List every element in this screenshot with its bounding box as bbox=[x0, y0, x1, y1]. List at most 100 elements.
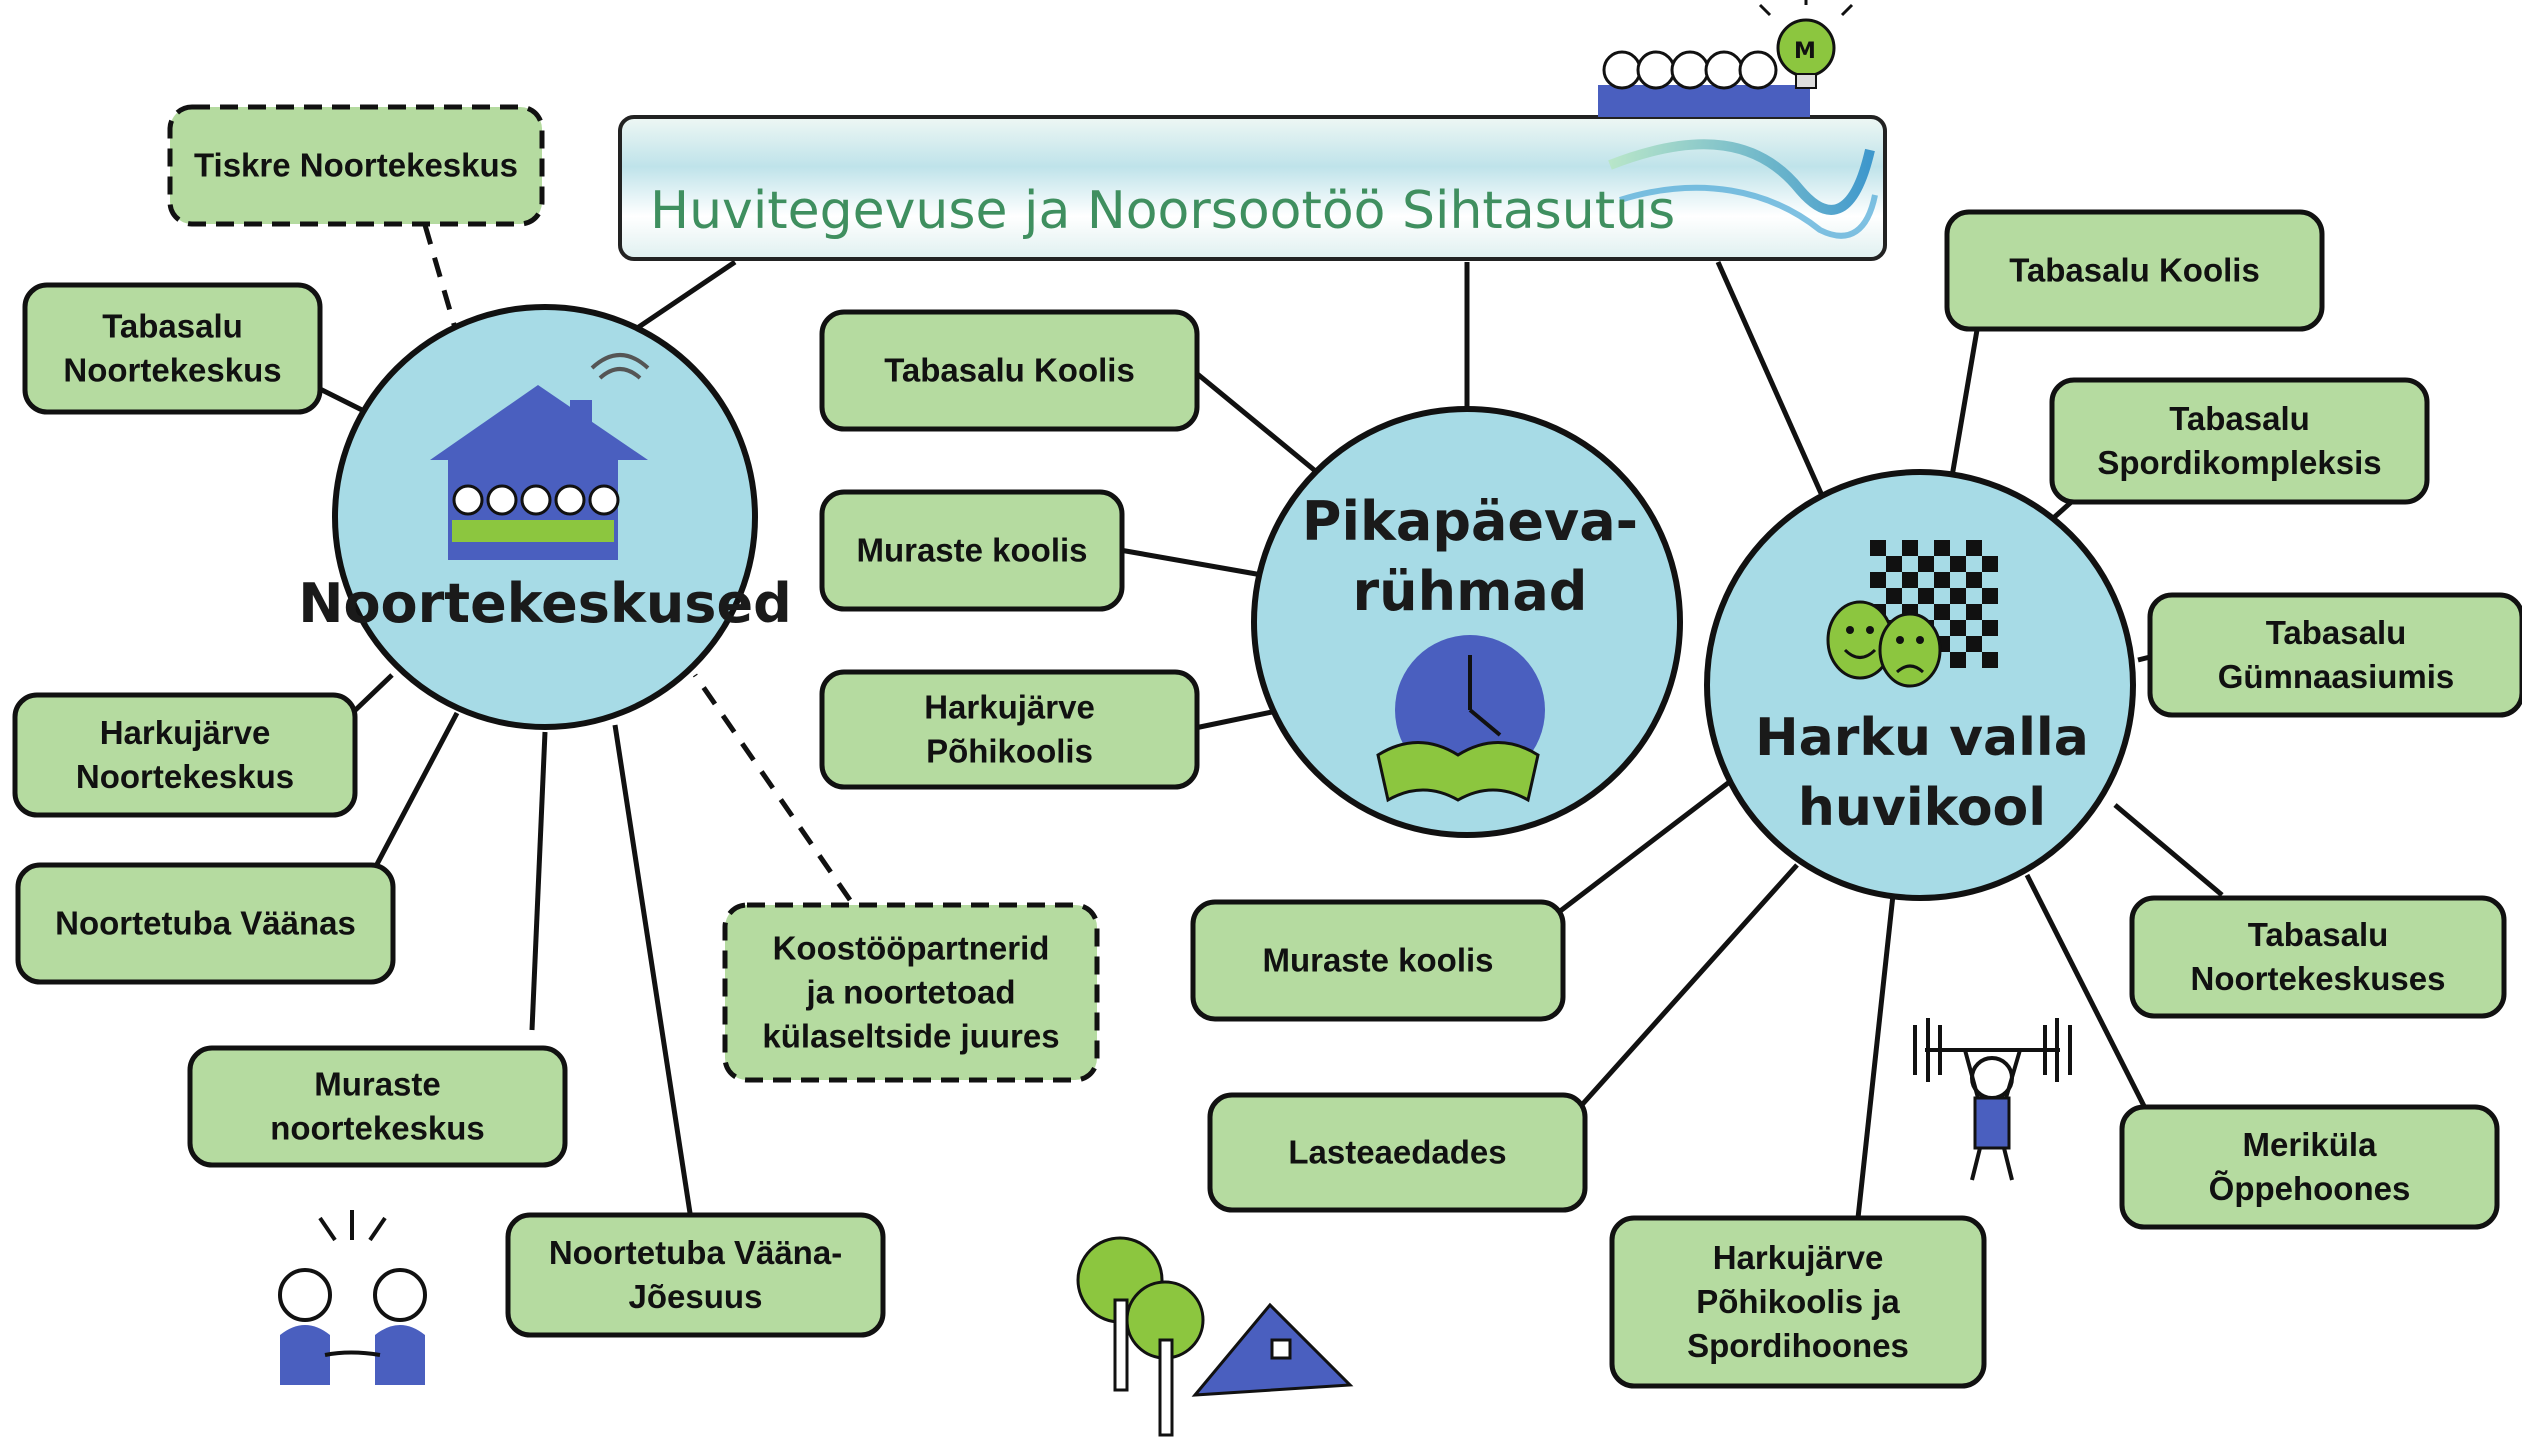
banner-title: Huvitegevuse ja Noorsootöö Sihtasutus bbox=[650, 181, 1675, 241]
chessboard-square bbox=[1982, 620, 1998, 636]
box-label-line: ja noortetoad bbox=[805, 974, 1015, 1011]
weightlifter-icon bbox=[1913, 1018, 2072, 1181]
hub-huvikool: Harku valla huvikool bbox=[1704, 469, 2136, 901]
box-frame bbox=[722, 902, 1100, 1083]
chessboard-square bbox=[1950, 620, 1966, 636]
box-label-line: Tabasalu Koolis bbox=[2009, 252, 2260, 289]
box-frame bbox=[505, 1212, 886, 1338]
chessboard-square bbox=[1886, 556, 1902, 572]
box-frame bbox=[819, 669, 1200, 790]
box-frame bbox=[167, 104, 545, 227]
box-label-line: Noortekeskuses bbox=[2191, 960, 2446, 997]
hub-huvikool-label-1: Harku valla bbox=[1755, 708, 2089, 768]
box-label-line: Tiskre Noortekeskus bbox=[194, 147, 518, 184]
chessboard-square bbox=[1934, 540, 1950, 556]
box-label-line: Harkujärve bbox=[924, 689, 1095, 726]
noortekeskused-box-6: Noortetuba Vääna-Jõesuus bbox=[505, 1212, 886, 1338]
chessboard-square bbox=[1934, 572, 1950, 588]
box-frame bbox=[12, 692, 358, 818]
chessboard-square bbox=[1902, 540, 1918, 556]
chessboard-square bbox=[1870, 540, 1886, 556]
chessboard-square bbox=[1966, 540, 1982, 556]
box-label-line: Harkujärve bbox=[100, 714, 271, 751]
box-label-line: Jõesuus bbox=[629, 1278, 763, 1315]
banner-frame bbox=[618, 115, 1887, 261]
box-label-line: Noortekeskus bbox=[76, 758, 294, 795]
theatre-masks-chessboard-icon bbox=[1826, 540, 1998, 688]
connector-pk-harkujarve bbox=[1194, 709, 1273, 731]
connector-pk-muraste bbox=[1119, 547, 1263, 578]
pikapaeva-box-2: Muraste koolis bbox=[819, 489, 1125, 612]
box-frame bbox=[15, 862, 396, 985]
youth-house-icon bbox=[430, 353, 650, 560]
box-label-line: Koostööpartnerid bbox=[773, 930, 1050, 967]
hub-pikapaeva-label-2: rühmad bbox=[1353, 560, 1588, 623]
chessboard-square bbox=[1886, 588, 1902, 604]
hub-pikapaeva-circle bbox=[1251, 406, 1683, 838]
hub-pikapaeva: Pikapäeva- rühmad bbox=[1251, 406, 1683, 838]
box-label-line: Lasteaedades bbox=[1288, 1134, 1506, 1171]
box-frame bbox=[22, 282, 323, 415]
box-label-line: Põhikoolis ja bbox=[1696, 1283, 1900, 1320]
chessboard-square bbox=[1982, 556, 1998, 572]
chessboard-square bbox=[1966, 636, 1982, 652]
connector-hk-noortekeskuses bbox=[2113, 803, 2224, 897]
box-label-line: Spordikompleksis bbox=[2097, 444, 2381, 481]
box-frame bbox=[2119, 1104, 2500, 1230]
connector-pk-tabasalu bbox=[1193, 370, 1332, 485]
noortekeskused-box-4: Noortetuba Väänas bbox=[15, 862, 396, 985]
connector-tabasalu-nk bbox=[316, 385, 364, 413]
box-frame bbox=[1190, 899, 1566, 1022]
box-frame bbox=[2049, 377, 2430, 505]
chessboard-square bbox=[1966, 572, 1982, 588]
box-frame bbox=[1207, 1092, 1588, 1213]
location-boxes: Tiskre NoortekeskusTabasaluNoortekeskusH… bbox=[12, 104, 2522, 1389]
connector-hk-merikula bbox=[2024, 873, 2148, 1110]
box-label-line: Muraste koolis bbox=[1262, 942, 1493, 979]
connector-muraste-nk bbox=[529, 731, 548, 1031]
chessboard-square bbox=[1982, 588, 1998, 604]
hub-huvikool-label-2: huvikool bbox=[1798, 778, 2046, 838]
chessboard-square bbox=[1918, 556, 1934, 572]
box-label-line: Tabasalu bbox=[2169, 400, 2310, 437]
connector-vaana-joesuu bbox=[612, 724, 693, 1214]
box-label-line: Tabasalu bbox=[2266, 614, 2407, 651]
chessboard-square bbox=[1870, 572, 1886, 588]
hub-pikapaeva-label-1: Pikapäeva- bbox=[1302, 490, 1638, 553]
handshake-people-icon bbox=[278, 1210, 427, 1385]
box-frame bbox=[819, 309, 1200, 432]
box-label-line: Spordihoones bbox=[1687, 1327, 1909, 1364]
connector-hk-muraste bbox=[1553, 778, 1734, 917]
chessboard-square bbox=[1982, 652, 1998, 668]
box-label-line: Harkujärve bbox=[1713, 1239, 1884, 1276]
box-label-line: Meriküla bbox=[2243, 1126, 2378, 1163]
huvikool-box-8: Muraste koolis bbox=[1190, 899, 1566, 1022]
connector-noortetuba-vaanas bbox=[372, 711, 460, 870]
chessboard-square bbox=[1918, 588, 1934, 604]
box-label-line: Muraste bbox=[314, 1066, 441, 1103]
box-label-line: Gümnaasiumis bbox=[2218, 658, 2455, 695]
connector-hk-harkujarve bbox=[1855, 894, 1896, 1219]
clock-book-icon bbox=[1376, 635, 1545, 803]
box-frame bbox=[187, 1045, 568, 1168]
chessboard-square bbox=[1902, 572, 1918, 588]
hub-noortekeskused: Noortekeskused bbox=[298, 304, 792, 730]
chessboard-square bbox=[1934, 604, 1950, 620]
box-frame bbox=[1944, 209, 2325, 332]
huvikool-box-1: Tabasalu Koolis bbox=[1944, 209, 2325, 332]
banner: Huvitegevuse ja Noorsootöö Sihtasutus bbox=[618, 115, 1887, 261]
box-label-line: Tabasalu bbox=[102, 308, 243, 345]
box-label-line: Noortetuba Väänas bbox=[55, 905, 356, 942]
people-with-lightbulb-icon: M bbox=[1598, 0, 1854, 117]
chessboard-square bbox=[1950, 652, 1966, 668]
box-frame bbox=[2147, 592, 2522, 718]
